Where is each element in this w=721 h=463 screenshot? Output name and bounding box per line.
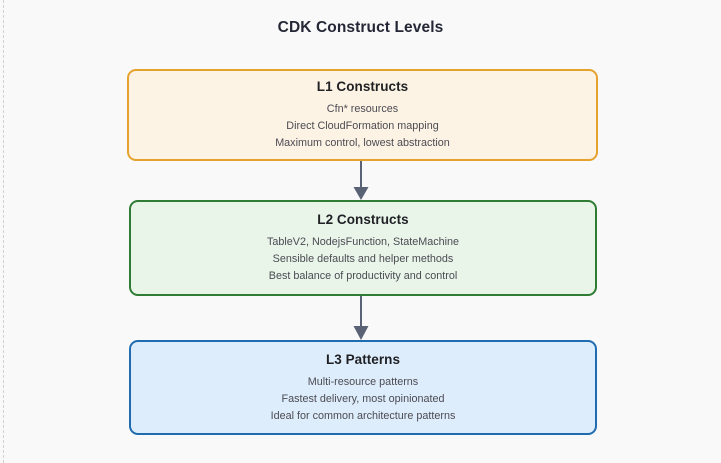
node-l1-heading: L1 Constructs — [316, 79, 409, 94]
node-l2-line-2: Sensible defaults and helper methods — [272, 253, 454, 265]
node-l3-line-1: Multi-resource patterns — [307, 375, 419, 388]
node-l2-detail-lines: TableV2, NodejsFunction, StateMachine Se… — [267, 234, 459, 284]
node-l3-line-2: Fastest delivery, most opinionated — [281, 392, 445, 405]
node-l2-heading: L2 Constructs — [317, 212, 409, 227]
node-l3-patterns[interactable]: L3 Patterns Multi-resource patterns Fast… — [129, 340, 597, 435]
node-l3-line-3: Ideal for common architecture patterns — [270, 409, 456, 422]
connector-l2-to-l3 — [348, 296, 374, 341]
node-l2-line-3: Best balance of productivity and control — [268, 270, 458, 282]
left-edge-dashed-rule — [3, 0, 4, 463]
connector-l1-to-l2 — [348, 161, 374, 201]
node-l1-line-1: Cfn* resources — [326, 103, 399, 115]
arrow-down-icon — [353, 296, 369, 340]
diagram-title: CDK Construct Levels — [277, 19, 444, 36]
node-l2-line-1: TableV2, NodejsFunction, StateMachine — [266, 236, 460, 248]
node-l2-constructs[interactable]: L2 Constructs TableV2, NodejsFunction, S… — [129, 200, 597, 296]
node-l3-detail-lines: Multi-resource patterns Fastest delivery… — [271, 374, 456, 424]
node-l1-detail-lines: Cfn* resources Direct CloudFormation map… — [275, 101, 450, 151]
arrow-down-icon — [353, 161, 369, 200]
node-l3-heading: L3 Patterns — [325, 351, 401, 367]
node-l1-line-2: Direct CloudFormation mapping — [286, 120, 439, 132]
node-l1-constructs[interactable]: L1 Constructs Cfn* resources Direct Clou… — [127, 69, 598, 161]
node-l1-line-3: Maximum control, lowest abstraction — [275, 137, 450, 149]
